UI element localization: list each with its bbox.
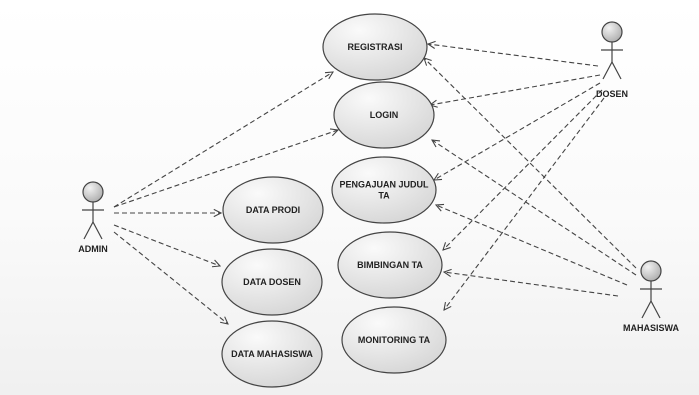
- use-case-label: LOGIN: [370, 110, 399, 120]
- use-case-bimbingan-ta: BIMBINGAN TA: [337, 231, 443, 299]
- actor-right-leg: [611, 61, 622, 80]
- use-case-registrasi: REGISTRASI: [322, 13, 428, 81]
- association-dosen-to-bimbingan-ta: [443, 89, 603, 250]
- actor-left-leg: [83, 221, 94, 240]
- association-mahasiswa-to-bimbingan-ta: [444, 272, 619, 297]
- association-dosen-to-pengajuan-judul-ta: [434, 82, 601, 180]
- actor-right-leg: [92, 221, 103, 240]
- association-mahasiswa-to-registrasi: [424, 58, 637, 269]
- use-case-label: REGISTRASI: [347, 42, 402, 52]
- actor-admin: ADMIN: [78, 181, 108, 254]
- use-case-label: MONITORING TA: [358, 335, 431, 345]
- association-dosen-to-registrasi: [428, 44, 599, 67]
- association-dosen-to-login: [430, 74, 601, 105]
- use-case-data-prodi: DATA PRODI: [222, 176, 324, 244]
- association-admin-to-registrasi: [113, 72, 333, 208]
- actor-head: [640, 260, 662, 282]
- association-admin-to-data-dosen: [113, 224, 220, 266]
- actor-right-leg: [650, 300, 661, 319]
- use-case-ellipse: [333, 81, 435, 149]
- use-case-label: TA: [378, 191, 390, 201]
- use-case-label: BIMBINGAN TA: [357, 260, 423, 270]
- association-mahasiswa-to-pengajuan-judul-ta: [436, 205, 628, 286]
- use-case-ellipse: [331, 156, 437, 224]
- use-case-label: PENGAJUAN JUDUL: [339, 180, 429, 190]
- use-case-label: DATA PRODI: [246, 205, 300, 215]
- actor-head: [82, 181, 104, 203]
- use-case-label: DATA MAHASISWA: [231, 349, 313, 359]
- actor-left-leg: [602, 61, 613, 80]
- use-case-data-dosen: DATA DOSEN: [221, 248, 323, 316]
- use-case-ellipse: [221, 248, 323, 316]
- use-case-data-mahasiswa: DATA MAHASISWA: [221, 320, 323, 388]
- use-case-login: LOGIN: [333, 81, 435, 149]
- actor-head: [601, 21, 623, 43]
- use-case-label: DATA DOSEN: [243, 277, 301, 287]
- use-case-ellipse: [221, 320, 323, 388]
- association-admin-to-data-mahasiswa: [113, 231, 228, 324]
- association-dosen-to-monitoring-ta: [444, 97, 605, 310]
- actor-left-leg: [641, 300, 652, 319]
- actor-name: MAHASISWA: [623, 323, 680, 333]
- use-case-monitoring-ta: MONITORING TA: [341, 306, 447, 374]
- use-case-ellipse: [222, 176, 324, 244]
- actor-name: ADMIN: [78, 244, 108, 254]
- actor-mahasiswa: MAHASISWA: [623, 260, 680, 333]
- associations: [113, 44, 637, 324]
- use-case-ellipse: [322, 13, 428, 81]
- actor-name: DOSEN: [596, 89, 628, 99]
- actor-dosen: DOSEN: [596, 21, 628, 99]
- association-mahasiswa-to-login: [432, 140, 637, 276]
- use-case-ellipse: [341, 306, 447, 374]
- use-case-ellipse: [337, 231, 443, 299]
